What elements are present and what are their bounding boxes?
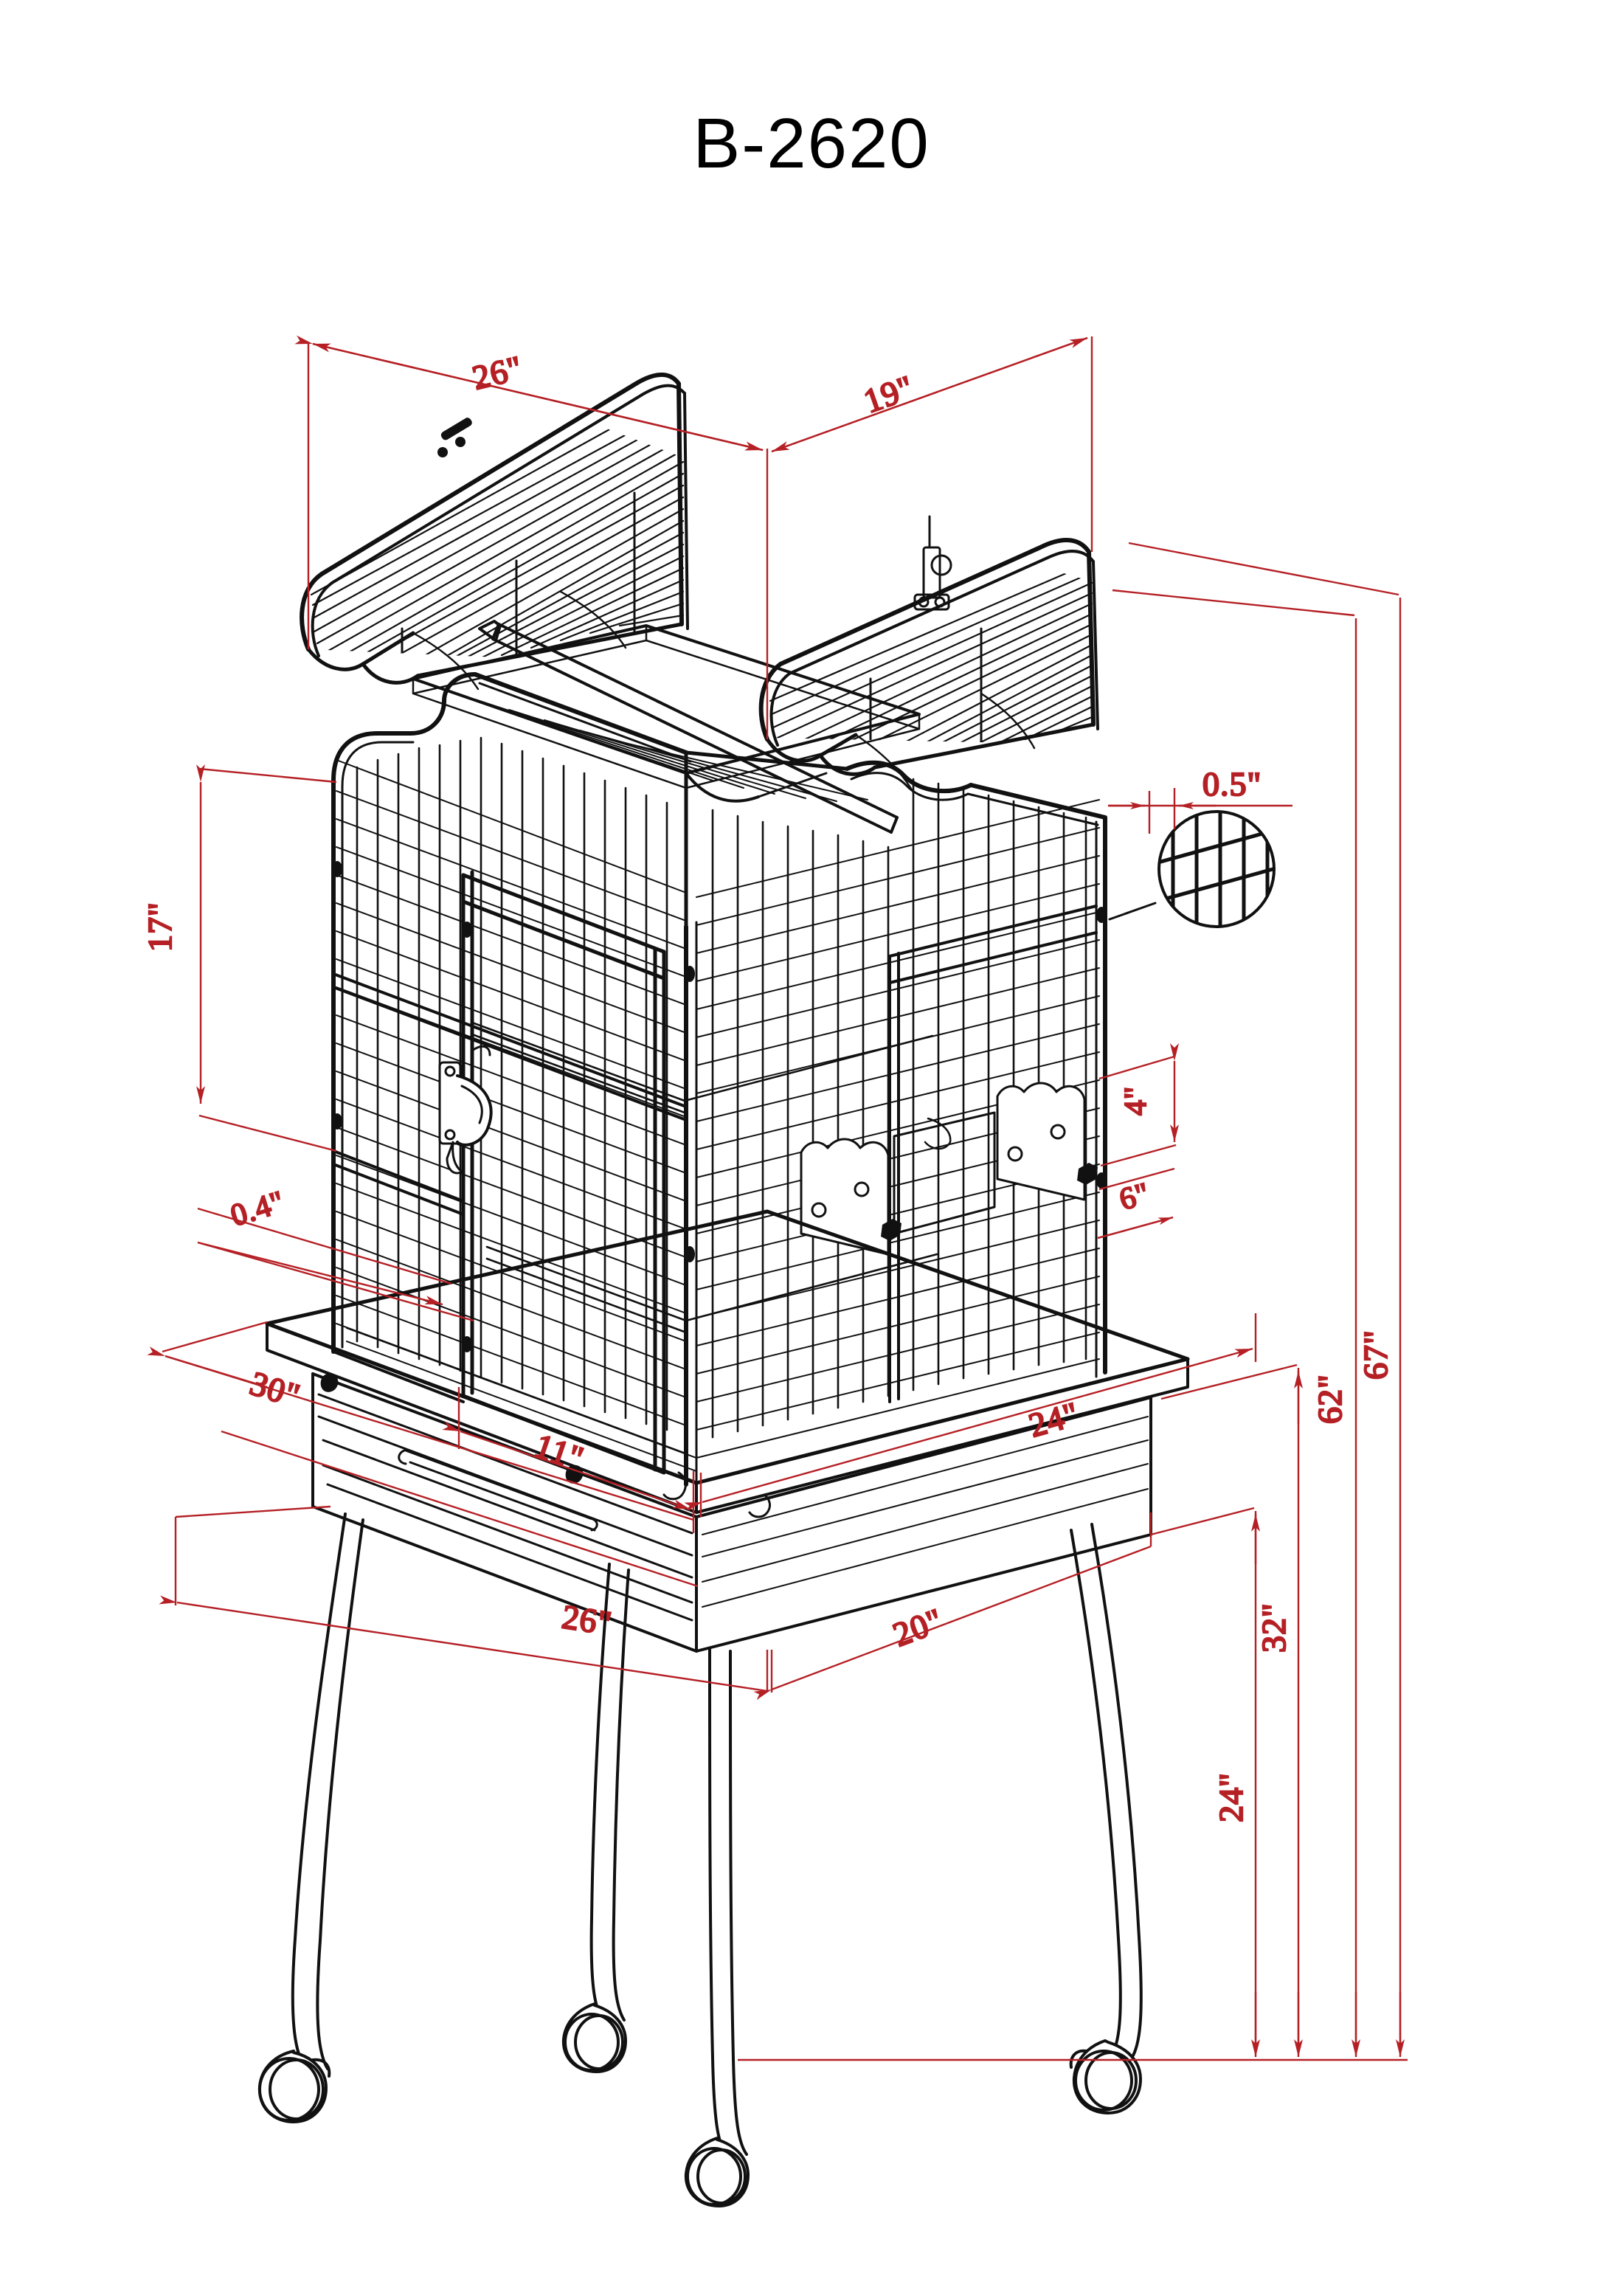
dim-label-62: 62": [1311, 1374, 1349, 1424]
dim-label-20: 20": [888, 1601, 948, 1654]
feeder-door-left[interactable]: [800, 1138, 902, 1256]
dim-label-26-stand: 26": [560, 1597, 615, 1642]
dim-depth-24: [684, 1313, 1257, 1517]
dim-wire-spacing-05: [1108, 788, 1292, 834]
dim-stand-26: [159, 1505, 769, 1692]
dim-label-6: 6": [1116, 1177, 1154, 1217]
feeder-door-right[interactable]: [996, 1082, 1098, 1201]
dim-label-4: 4": [1119, 1086, 1153, 1116]
cage-door-lower-left[interactable]: [332, 1149, 465, 1403]
dim-top-left-26: [294, 335, 769, 739]
dim-top-right-19: [771, 336, 1093, 552]
dim-label-26-top: 26": [468, 348, 526, 396]
page-title: B-2620: [693, 104, 930, 183]
cage-stand: [257, 1512, 1143, 2207]
dim-label-24-depth: 24": [1025, 1394, 1083, 1444]
cage-door-left[interactable]: [461, 870, 666, 1475]
dim-stack-right: [738, 542, 1408, 2061]
dim-label-19: 19": [859, 368, 918, 421]
cage-body: [331, 672, 1107, 1487]
cage-linework: [257, 372, 1276, 2207]
detail-circle-wire-spacing: [1108, 810, 1276, 928]
dim-label-67: 67": [1357, 1329, 1394, 1380]
dim-left-17: [196, 764, 337, 1152]
door-latch-handle[interactable]: [438, 1045, 493, 1175]
dim-label-04: 0.4": [226, 1185, 288, 1234]
dim-right-4: [1098, 1043, 1179, 1167]
dim-stand-20: [753, 1512, 1152, 1701]
playtop-base-frame: [412, 624, 921, 803]
dim-right-6: [1097, 1167, 1175, 1239]
dim-bar-spacing-04: [197, 1207, 474, 1322]
dim-label-32: 32": [1255, 1602, 1292, 1653]
dim-label-05: 0.5": [1202, 765, 1262, 803]
playtop-panel-right: [758, 515, 1099, 794]
dim-label-30: 30": [246, 1364, 305, 1415]
cage-door-right[interactable]: [888, 905, 1098, 1403]
dim-label-17: 17": [141, 902, 179, 952]
dim-label-24-stand: 24": [1212, 1772, 1250, 1822]
